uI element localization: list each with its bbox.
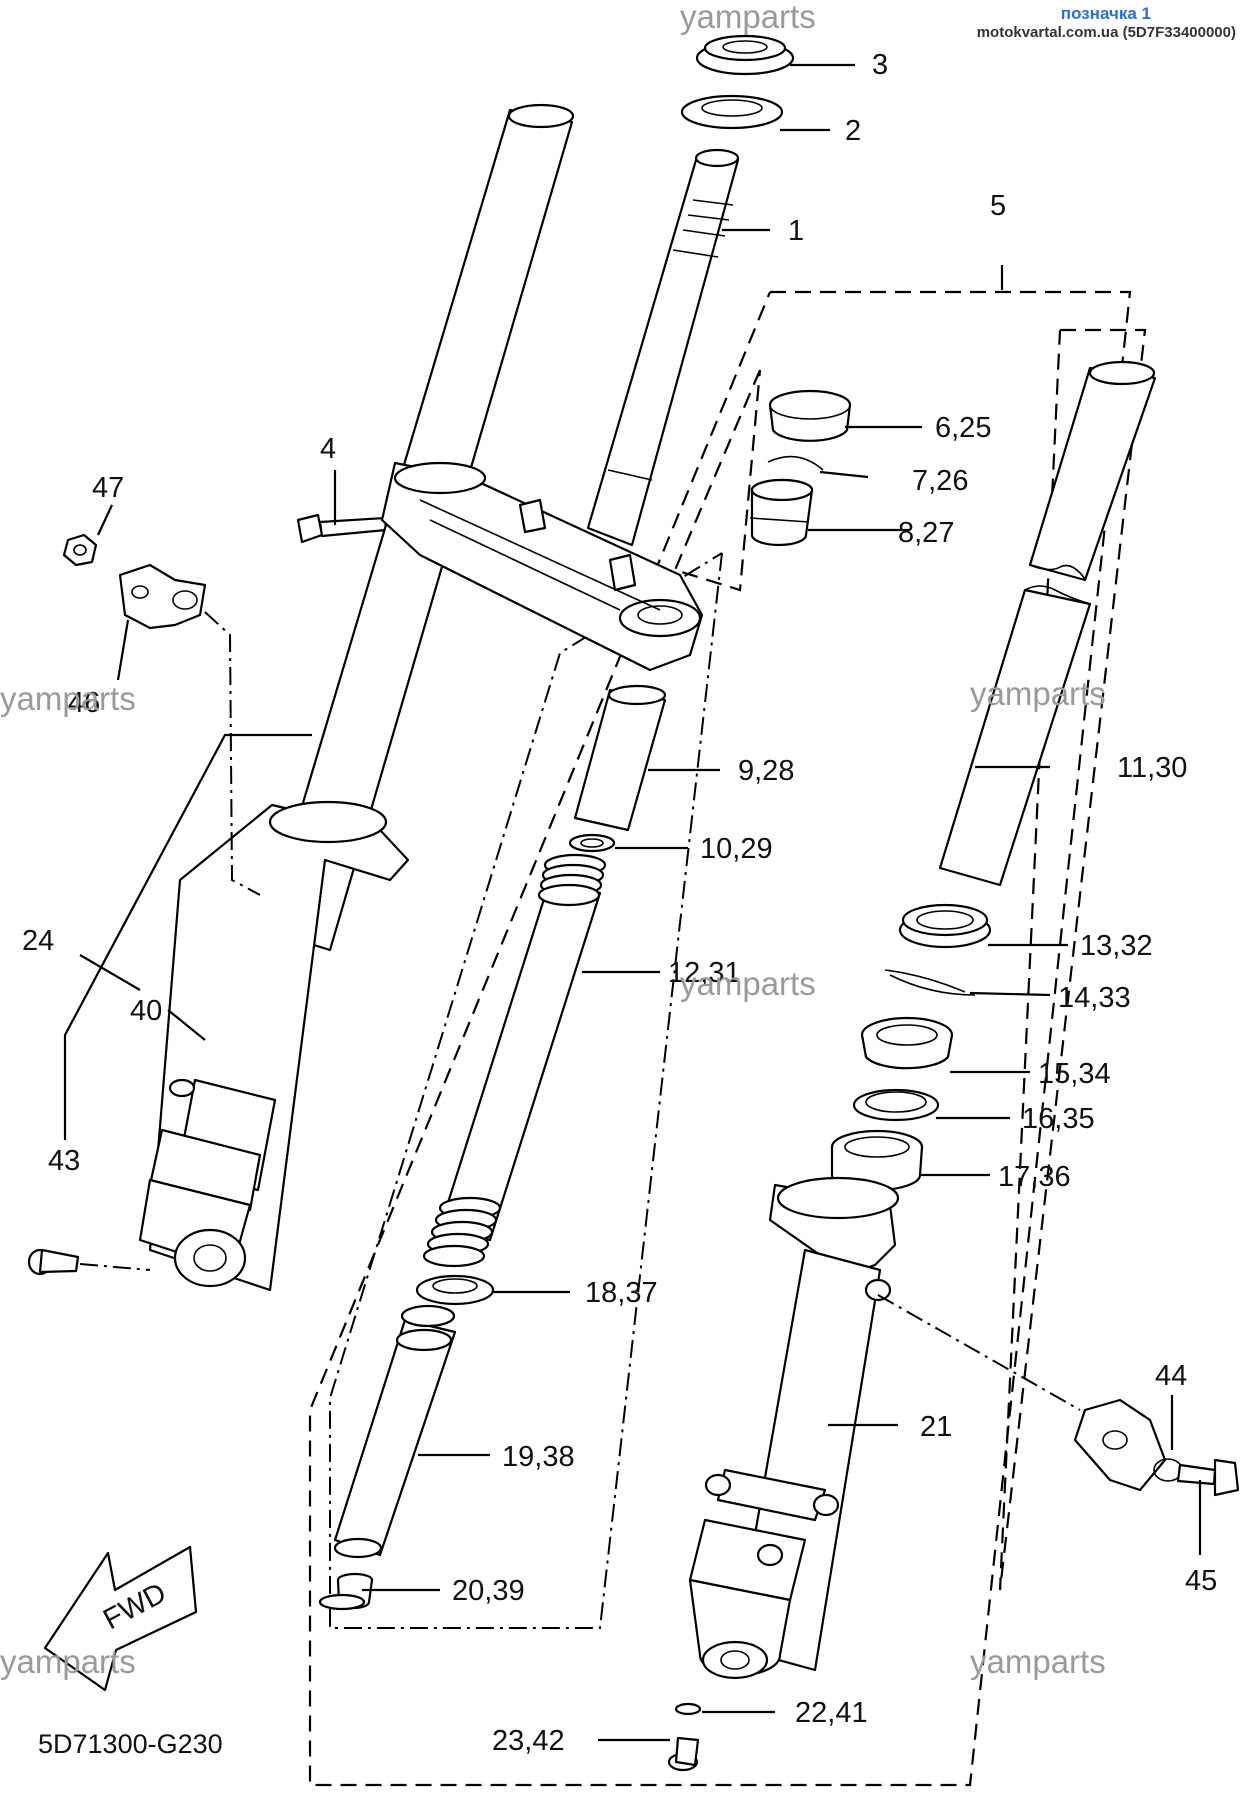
leader-43-dash	[79, 1263, 151, 1271]
callout-9[interactable]: 9,28	[738, 755, 794, 787]
watermarks: yamparts yamparts yamparts yamparts yamp…	[0, 0, 1106, 1680]
callout-8[interactable]: 8,27	[898, 517, 954, 549]
callout-24[interactable]: 24	[22, 925, 54, 957]
callout-13[interactable]: 13,32	[1080, 930, 1153, 962]
outline-assembly-5	[308, 290, 1132, 1787]
callout-3[interactable]: 3	[872, 49, 888, 81]
part-cylinder-19[interactable]	[333, 1304, 457, 1559]
part-seal-3[interactable]	[695, 34, 795, 76]
part-bracket-46[interactable]	[118, 563, 207, 630]
part-bracket-44[interactable]	[1073, 1398, 1183, 1492]
part-clip-7[interactable]	[767, 455, 824, 471]
part-spacer-9[interactable]	[573, 684, 667, 832]
callout-4[interactable]: 4	[320, 433, 336, 465]
part-bolt-23[interactable]	[667, 1736, 700, 1772]
callout-40[interactable]: 40	[130, 995, 162, 1027]
callout-2[interactable]: 2	[845, 115, 861, 147]
part-dust-seal-15[interactable]	[860, 1016, 954, 1070]
header-title[interactable]: позначка 1	[1060, 4, 1151, 23]
callout-17[interactable]: 17,36	[998, 1161, 1071, 1193]
callout-6[interactable]: 6,25	[935, 412, 991, 444]
callout-18[interactable]: 18,37	[585, 1277, 658, 1309]
callout-46[interactable]: 46	[68, 687, 100, 719]
watermark-right: yamparts	[970, 675, 1106, 712]
callout-labels: 3 2 1 5 4 6,25 7,26 8,27 9,28 10,29 12,3…	[22, 49, 1217, 1757]
part-under-bracket[interactable]	[380, 461, 704, 672]
leader-46-dash	[204, 611, 261, 896]
part-washer-22[interactable]	[674, 1702, 702, 1716]
part-oil-seal-13[interactable]	[898, 903, 992, 949]
callout-20[interactable]: 20,39	[452, 1575, 525, 1607]
part-circlip-14[interactable]	[884, 969, 976, 996]
part-inner-tube-11[interactable]	[938, 360, 1157, 887]
watermark-top: yamparts	[680, 0, 816, 35]
outline-cap-group	[673, 369, 762, 592]
callout-5[interactable]: 5	[990, 190, 1006, 222]
part-cap-6[interactable]	[768, 389, 852, 442]
callout-10[interactable]: 10,29	[700, 833, 773, 865]
part-nut-47[interactable]	[62, 533, 98, 567]
part-damper-rod-12[interactable]	[422, 853, 607, 1268]
diagram-code: 5D71300-G230	[38, 1729, 223, 1759]
parts-header: позначка 1 motokvartal.com.ua (5D7F33400…	[977, 4, 1236, 41]
leader-44-dash	[877, 1294, 1081, 1411]
callout-47[interactable]: 47	[92, 472, 124, 504]
callout-1[interactable]: 1	[788, 215, 804, 247]
watermark-left: yamparts	[0, 680, 136, 717]
watermark-center: yamparts	[680, 965, 816, 1002]
callout-45[interactable]: 45	[1185, 1565, 1217, 1597]
callout-44[interactable]: 44	[1155, 1360, 1187, 1392]
callout-11[interactable]: 11,30	[1117, 752, 1187, 784]
part-bolt-43[interactable]	[27, 1248, 80, 1276]
leader-lines	[63, 63, 1202, 1742]
header-source: motokvartal.com.ua (5D7F33400000)	[976, 23, 1236, 41]
callout-12[interactable]: 12,31	[668, 957, 741, 989]
part-washer-10[interactable]	[568, 833, 616, 853]
callout-15[interactable]: 15,34	[1038, 1058, 1111, 1090]
part-washer-2[interactable]	[680, 94, 784, 130]
part-collar-18[interactable]	[415, 1274, 495, 1306]
part-outer-tube-21[interactable]	[688, 1176, 900, 1680]
part-washer-16[interactable]	[852, 1088, 940, 1122]
part-steering-stem-1[interactable]	[586, 148, 740, 547]
callout-21[interactable]: 21	[920, 1411, 952, 1443]
watermark-bottom-left: yamparts	[0, 1643, 136, 1680]
watermark-bottom-right: yamparts	[970, 1643, 1106, 1680]
part-bushing-20[interactable]	[318, 1572, 374, 1611]
part-bolt-45[interactable]	[1176, 1458, 1240, 1497]
callout-23[interactable]: 23,42	[492, 1725, 565, 1757]
callout-43[interactable]: 43	[48, 1145, 80, 1177]
part-adjuster-8[interactable]	[749, 478, 814, 547]
outline-tube-group	[998, 328, 1147, 1591]
fwd-arrow: FWD	[43, 1545, 198, 1692]
callout-7[interactable]: 7,26	[912, 465, 968, 497]
callout-16[interactable]: 16,35	[1022, 1103, 1095, 1135]
part-bolt-4[interactable]	[296, 513, 388, 544]
callout-22[interactable]: 22,41	[795, 1697, 868, 1729]
callout-14[interactable]: 14,33	[1058, 982, 1131, 1014]
callout-19[interactable]: 19,38	[502, 1441, 575, 1473]
part-outer-tube-left[interactable]	[138, 800, 410, 1292]
